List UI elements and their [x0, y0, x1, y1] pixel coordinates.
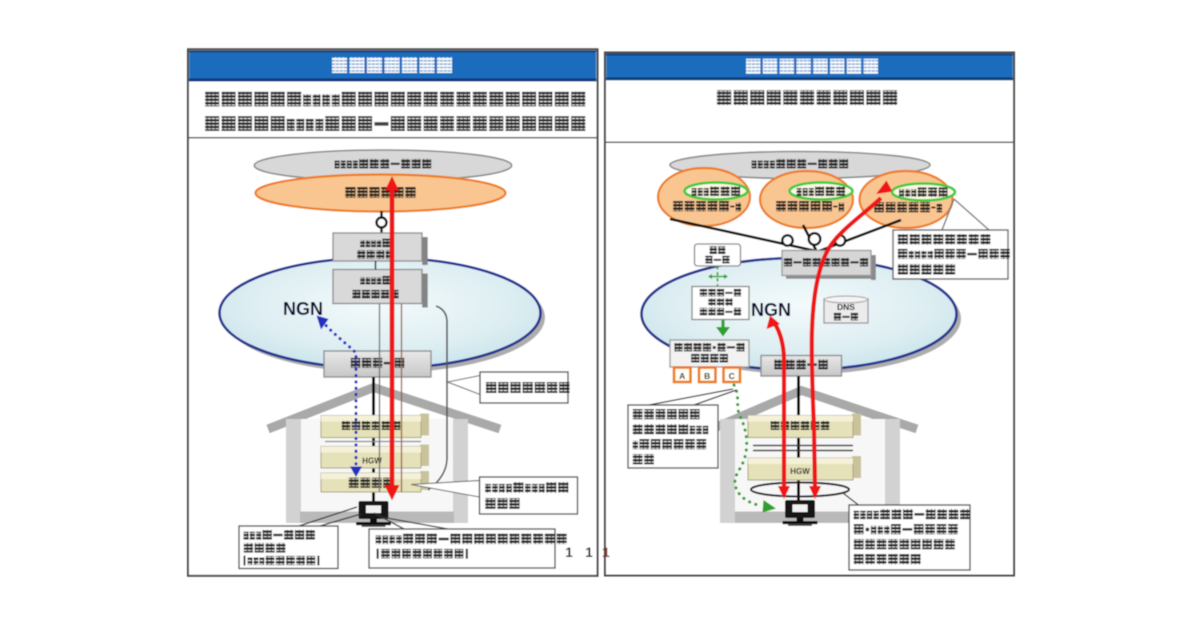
- svg-text:1: 1: [602, 545, 610, 560]
- svg-text:B: B: [704, 371, 710, 381]
- svg-text:DNS: DNS: [837, 302, 855, 312]
- svg-text:HGW: HGW: [790, 467, 810, 476]
- svg-text:NGN: NGN: [751, 300, 791, 320]
- svg-text:HGW: HGW: [362, 457, 382, 466]
- svg-text:1: 1: [565, 545, 573, 560]
- svg-text:A: A: [679, 371, 685, 381]
- svg-text:NGN: NGN: [283, 299, 323, 319]
- svg-text:1: 1: [585, 545, 593, 560]
- svg-text:C: C: [729, 371, 735, 381]
